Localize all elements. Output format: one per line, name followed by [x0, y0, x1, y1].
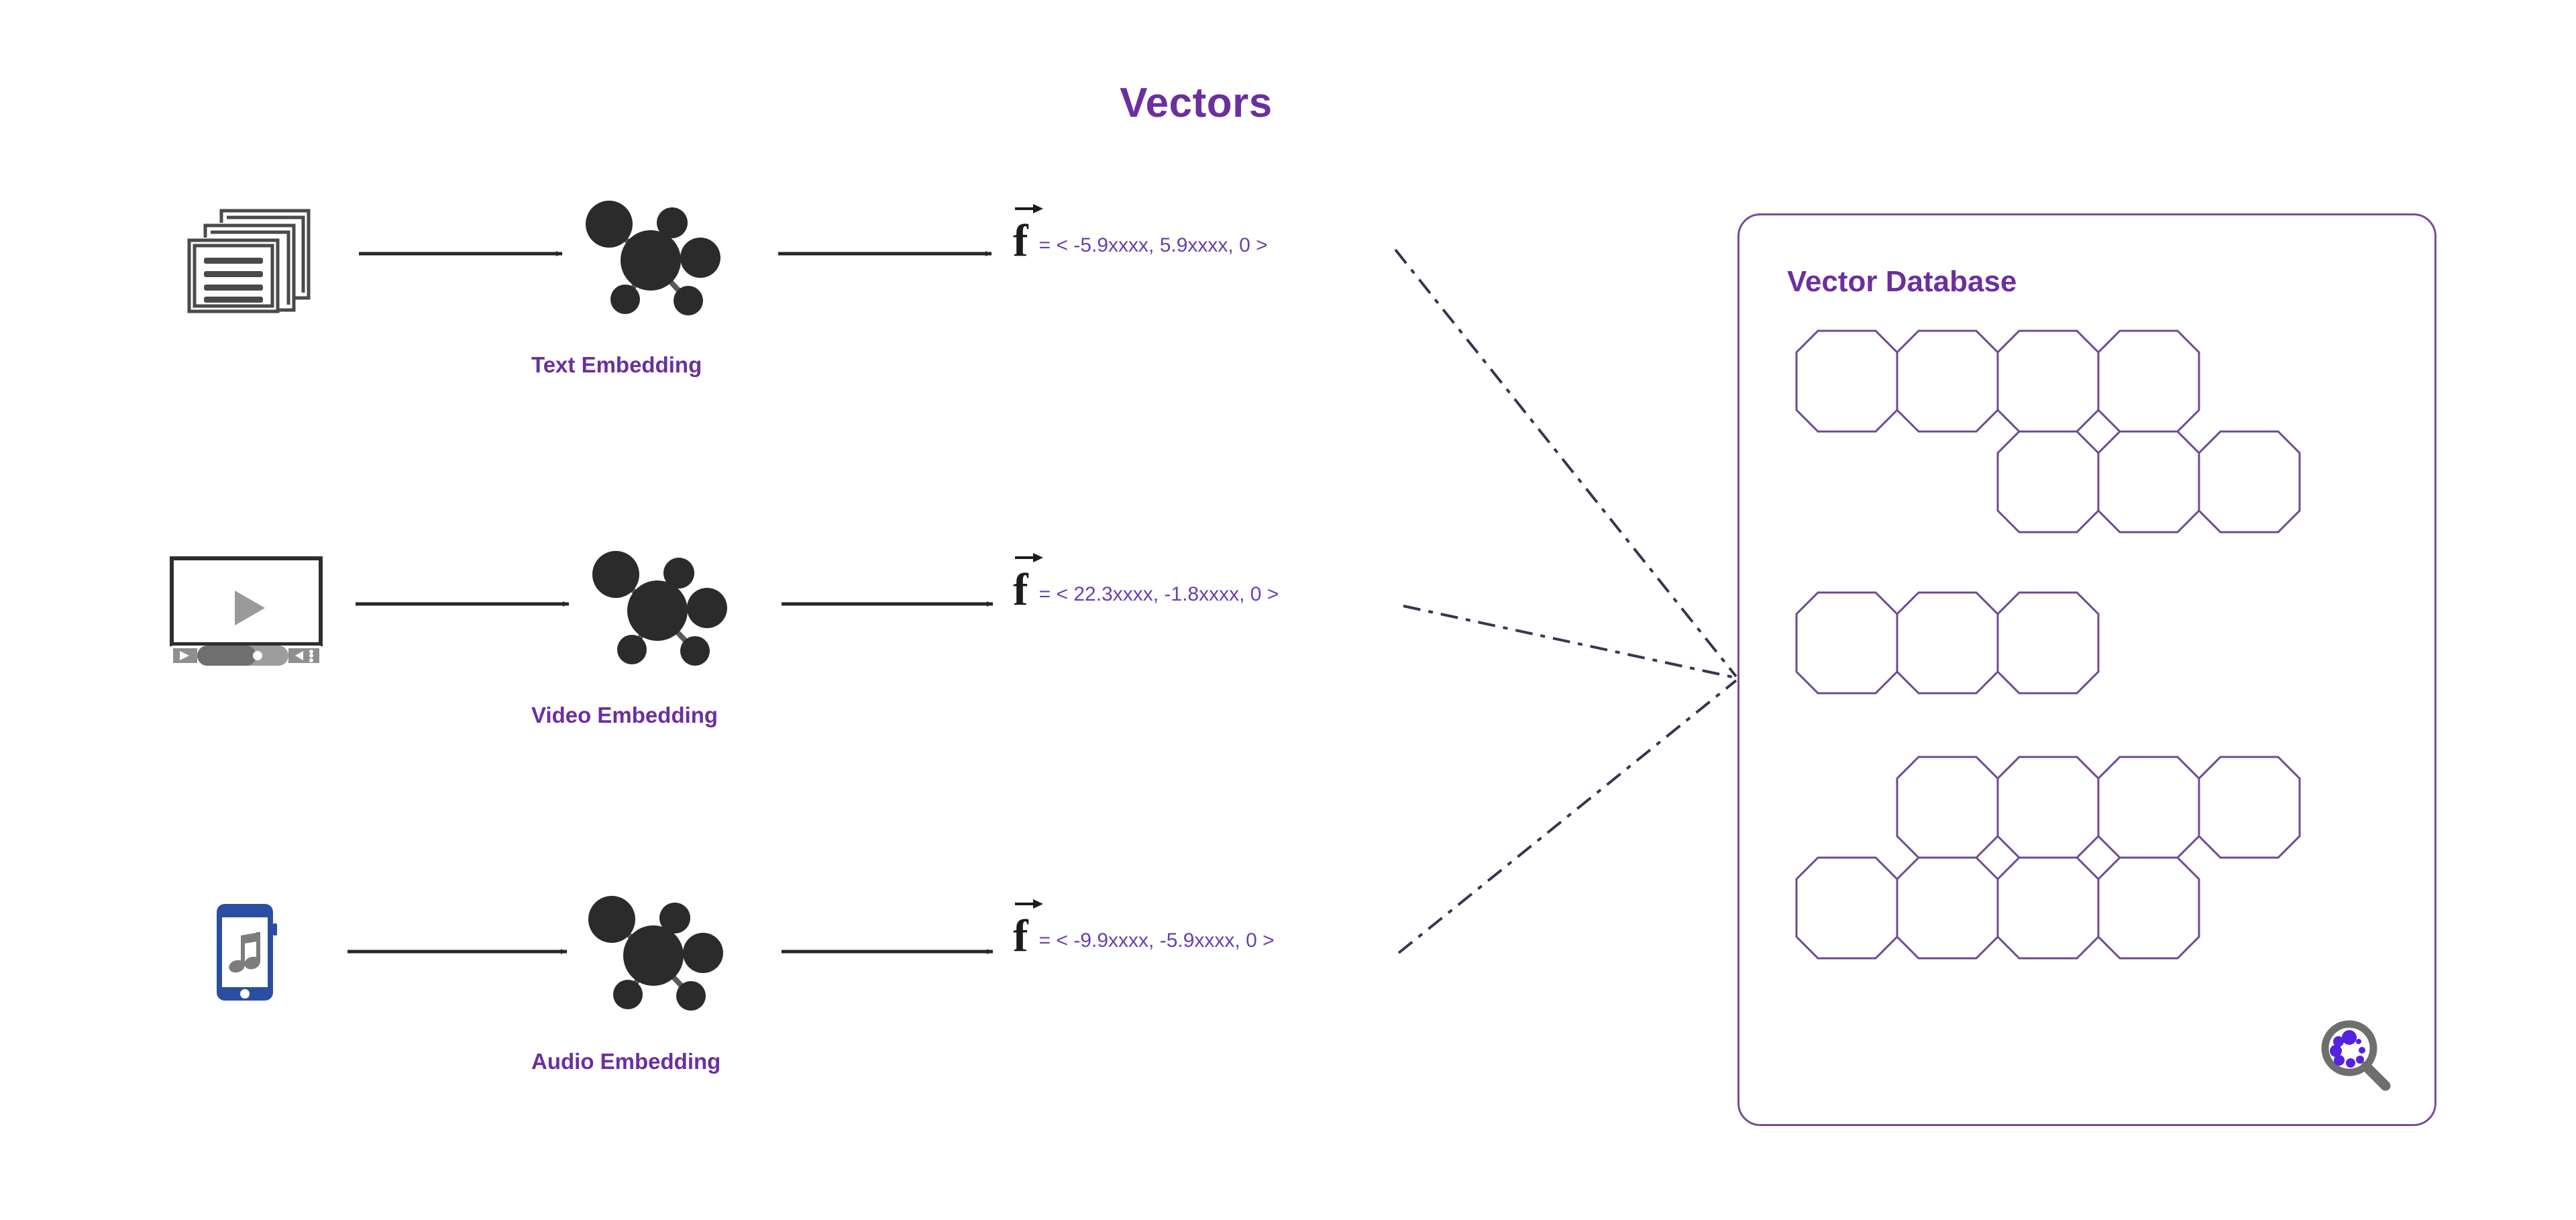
vector-search-magnifier-icon[interactable] — [2313, 1013, 2396, 1097]
vector-symbol-f-text: f — [1013, 204, 1043, 263]
vector-database-panel[interactable] — [1737, 213, 2436, 1126]
connector-lines — [1394, 248, 1737, 954]
vector-value-text: = < -5.9xxxx, 5.9xxxx, 0 > — [1038, 234, 1268, 256]
vector-expression-text: f = < -5.9xxxx, 5.9xxxx, 0 > — [1013, 204, 1268, 263]
network-graph-icon-audio — [588, 896, 723, 1011]
vector-expression-audio: f = < -9.9xxxx, -5.9xxxx, 0 > — [1013, 899, 1275, 958]
music-phone-icon — [217, 904, 277, 1001]
connector-audio-to-db — [1397, 679, 1737, 954]
documents-icon — [187, 209, 311, 313]
play-triangle-icon — [235, 591, 265, 625]
vector-symbol-f-video: f — [1013, 553, 1043, 612]
vector-value-audio: = < -9.9xxxx, -5.9xxxx, 0 > — [1038, 929, 1275, 952]
connector-text-to-db — [1394, 248, 1737, 678]
vector-symbol-f-audio: f — [1013, 899, 1043, 958]
network-graph-icon-text — [586, 201, 720, 315]
vector-expression-video: f = < 22.3xxxx, -1.8xxxx, 0 > — [1013, 553, 1279, 612]
vector-arrow-icon — [1015, 899, 1043, 909]
vector-symbol-letter: f — [1013, 215, 1028, 266]
embedding-label-video: Video Embedding — [531, 703, 718, 727]
embedding-label-audio: Audio Embedding — [531, 1049, 721, 1074]
video-player-icon — [170, 556, 323, 666]
vector-arrow-icon — [1015, 553, 1043, 562]
vector-symbol-letter: f — [1013, 910, 1028, 961]
vector-database-title: Vector Database — [1787, 265, 2017, 298]
embedding-label-text: Text Embedding — [531, 352, 702, 377]
vector-arrow-icon — [1015, 204, 1043, 213]
vector-value-video: = < 22.3xxxx, -1.8xxxx, 0 > — [1038, 582, 1279, 605]
music-note-icon — [229, 932, 260, 973]
connector-video-to-db — [1403, 605, 1737, 679]
vector-symbol-letter: f — [1013, 564, 1028, 615]
network-graph-icon-video — [592, 551, 727, 666]
